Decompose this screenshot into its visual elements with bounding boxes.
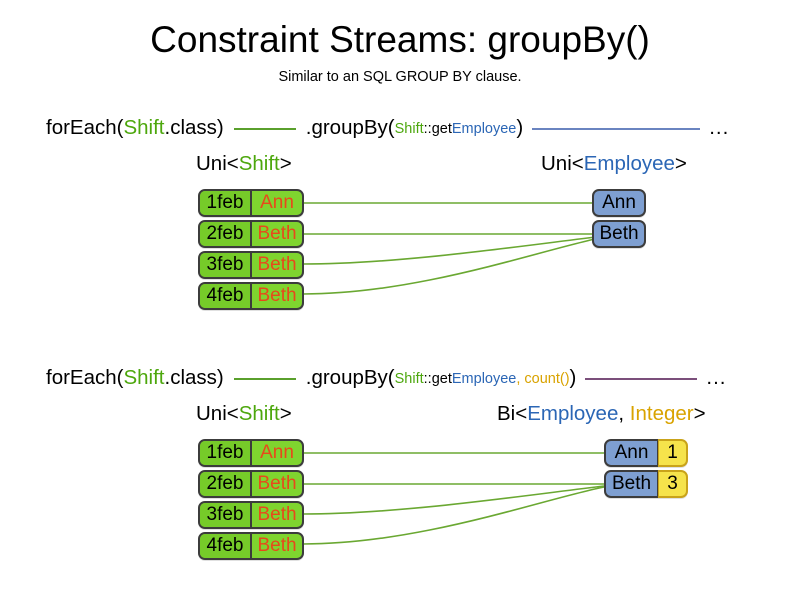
groupby-arg-property: Employee bbox=[451, 371, 517, 387]
type-prefix: Uni< bbox=[541, 152, 584, 175]
code-line-groupby-count: forEach(Shift.class) .groupBy(Shift::get… bbox=[46, 363, 786, 393]
group-employee: Beth bbox=[592, 220, 646, 248]
shift-date: 1feb bbox=[200, 191, 252, 215]
type-suffix: > bbox=[693, 402, 706, 425]
shift-date: 3feb bbox=[200, 253, 252, 277]
shift-date: 2feb bbox=[200, 222, 252, 246]
type-prefix: Uni< bbox=[196, 402, 239, 425]
shift-list-single: 1feb Ann 2feb Beth 3feb Beth 4feb Beth bbox=[198, 189, 304, 310]
group-row[interactable]: Ann bbox=[592, 189, 646, 217]
shift-row[interactable]: 4feb Beth bbox=[198, 282, 304, 310]
group-count: 3 bbox=[658, 470, 688, 498]
groupby-suffix: ) bbox=[516, 116, 524, 139]
type-suffix: > bbox=[674, 152, 687, 175]
page-subtitle: Similar to an SQL GROUP BY clause. bbox=[278, 69, 522, 85]
shift-employee: Beth bbox=[257, 223, 297, 244]
shift-employee: Beth bbox=[257, 535, 297, 556]
shift-employee: Beth bbox=[257, 254, 297, 275]
shift-employee: Beth bbox=[257, 504, 297, 525]
groupby-arg-type: Shift bbox=[394, 371, 424, 387]
type-generic: Shift bbox=[238, 152, 280, 175]
code-line-groupby-single: forEach(Shift.class) .groupBy(Shift::get… bbox=[46, 113, 786, 143]
groupby-arg-type: Shift bbox=[394, 121, 424, 137]
groupby-arg-count: , count() bbox=[516, 371, 570, 387]
groupby-arg-property: Employee bbox=[451, 121, 517, 137]
shift-row[interactable]: 3feb Beth bbox=[198, 251, 304, 279]
group-employee: Beth bbox=[604, 470, 658, 498]
shift-date: 4feb bbox=[200, 284, 252, 308]
groupby-arg-separator: ::get bbox=[423, 371, 452, 387]
shift-date: 4feb bbox=[200, 534, 252, 558]
stream-ellipsis: ... bbox=[706, 366, 727, 389]
foreach-prefix: forEach( bbox=[46, 366, 124, 389]
stream-rule-blue bbox=[532, 128, 701, 130]
groupby-arg-separator: ::get bbox=[423, 121, 452, 137]
groupby-suffix: ) bbox=[569, 366, 577, 389]
type-suffix: > bbox=[279, 152, 292, 175]
groupby-prefix: .groupBy( bbox=[305, 116, 395, 139]
shift-employee: Ann bbox=[260, 442, 294, 463]
type-generic-second: Integer bbox=[629, 402, 694, 425]
foreach-type: Shift bbox=[123, 116, 165, 139]
stream-rule-green bbox=[233, 128, 296, 130]
page-title: Constraint Streams: groupBy() bbox=[150, 19, 650, 60]
shift-date: 3feb bbox=[200, 503, 252, 527]
groupby-prefix: .groupBy( bbox=[305, 366, 395, 389]
shift-row[interactable]: 2feb Beth bbox=[198, 220, 304, 248]
type-generic-separator: , bbox=[618, 402, 630, 425]
type-prefix: Bi< bbox=[497, 402, 528, 425]
group-employee: Ann bbox=[592, 189, 646, 217]
group-count: 1 bbox=[658, 439, 688, 467]
shift-row[interactable]: 2feb Beth bbox=[198, 470, 304, 498]
group-list-count: Ann 1 Beth 3 bbox=[604, 439, 688, 498]
type-generic: Employee bbox=[583, 152, 675, 175]
foreach-suffix: .class) bbox=[164, 366, 224, 389]
shift-row[interactable]: 1feb Ann bbox=[198, 189, 304, 217]
group-row[interactable]: Beth bbox=[592, 220, 646, 248]
shift-date: 2feb bbox=[200, 472, 252, 496]
type-label-left-uni-shift-2: Uni<Shift> bbox=[196, 402, 292, 426]
type-label-right-uni-employee: Uni<Employee> bbox=[541, 152, 687, 176]
shift-row[interactable]: 3feb Beth bbox=[198, 501, 304, 529]
shift-employee: Beth bbox=[257, 285, 297, 306]
type-label-left-uni-shift: Uni<Shift> bbox=[196, 152, 292, 176]
shift-row[interactable]: 4feb Beth bbox=[198, 532, 304, 560]
type-suffix: > bbox=[279, 402, 292, 425]
foreach-suffix: .class) bbox=[164, 116, 224, 139]
group-list-single: Ann Beth bbox=[592, 189, 646, 248]
shift-employee: Ann bbox=[260, 192, 294, 213]
group-row[interactable]: Ann 1 bbox=[604, 439, 688, 467]
stream-rule-purple bbox=[585, 378, 698, 380]
type-generic: Shift bbox=[238, 402, 280, 425]
shift-date: 1feb bbox=[200, 441, 252, 465]
type-generic: Employee bbox=[527, 402, 619, 425]
shift-row[interactable]: 1feb Ann bbox=[198, 439, 304, 467]
stream-ellipsis: ... bbox=[709, 116, 730, 139]
type-prefix: Uni< bbox=[196, 152, 239, 175]
stream-rule-green bbox=[233, 378, 296, 380]
shift-employee: Beth bbox=[257, 473, 297, 494]
foreach-prefix: forEach( bbox=[46, 116, 124, 139]
foreach-type: Shift bbox=[123, 366, 165, 389]
type-label-right-bi-employee-integer: Bi<Employee, Integer> bbox=[497, 402, 706, 426]
shift-list-count: 1feb Ann 2feb Beth 3feb Beth 4feb Beth bbox=[198, 439, 304, 560]
group-employee: Ann bbox=[604, 439, 658, 467]
group-row[interactable]: Beth 3 bbox=[604, 470, 688, 498]
